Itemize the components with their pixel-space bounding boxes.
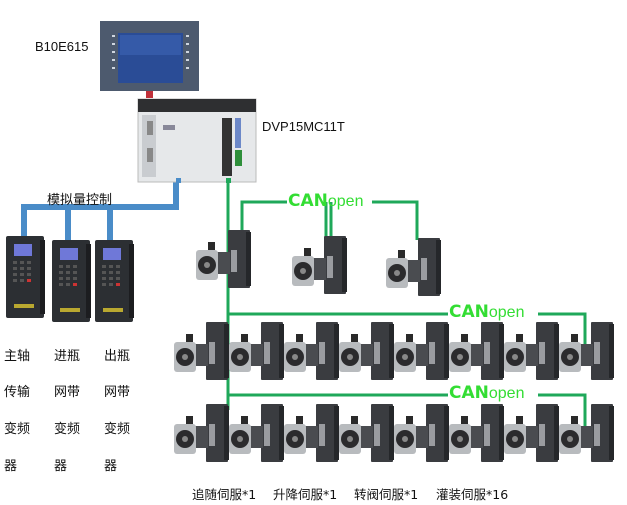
servo-motor-drive [386,238,441,296]
vfd-label-line: 出瓶 [104,349,131,364]
servo-motor-drive [174,404,229,462]
canopen-open-text: open [488,385,525,402]
servo-group-label: 灌装伺服*16 [436,487,509,502]
vfd-drive [6,236,45,318]
vfd-label-line: 变频 [54,422,81,437]
servo-motor-drive [284,322,339,380]
servo-motor-drive [339,322,394,380]
vfd-label-line: 传输 [4,385,31,400]
servo-motor-drive [449,404,504,462]
canopen-can-text: CAN [449,383,489,403]
analog-control-label: 模拟量控制 [47,193,113,208]
servo-motor-drive [449,322,504,380]
servo-motor-drive [229,322,284,380]
servo-motor-drive [559,404,614,462]
servo-group-label: 追随伺服*1 [192,487,257,502]
vfd-drive [95,240,134,322]
servo-motor-drive [292,236,347,294]
servo-motor-drive [394,322,449,380]
canopen-open-text: open [488,304,525,321]
servo-group-label: 转阀伺服*1 [354,487,419,502]
vfd-label-line: 器 [54,459,68,474]
canopen-label: CANopen [288,191,363,211]
hmi-model-label: B10E615 [35,39,89,54]
servo-motor-drive [284,404,339,462]
vfd-drive [52,240,91,322]
servo-motor-drive [504,404,559,462]
canopen-label: CANopen [449,302,524,322]
vfd-label-line: 主轴 [4,349,31,364]
vfd-label-line: 网带 [54,385,81,400]
servo-group-label: 升降伺服*1 [273,487,338,502]
vfd-label-line: 器 [104,459,118,474]
plc-model-label: DVP15MC11T [262,119,345,134]
servo-motor-drive [174,322,229,380]
analog-bus [21,180,179,240]
canopen-open-text: open [327,193,364,210]
canopen-can-text: CAN [288,191,328,211]
canopen-can-text: CAN [449,302,489,322]
servo-motor-drive [559,322,614,380]
vfd-label-line: 网带 [104,385,131,400]
canopen-label: CANopen [449,383,524,403]
servo-motor-drive [394,404,449,462]
servo-motor-drive [339,404,394,462]
servo-motor-drive [229,404,284,462]
vfd-label-line: 变频 [104,422,131,437]
vfd-label-line: 器 [4,459,18,474]
vfd-label-line: 变频 [4,422,31,437]
servo-motor-drive [504,322,559,380]
vfd-label-line: 进瓶 [54,349,81,364]
servo-motor-drive [196,230,251,288]
